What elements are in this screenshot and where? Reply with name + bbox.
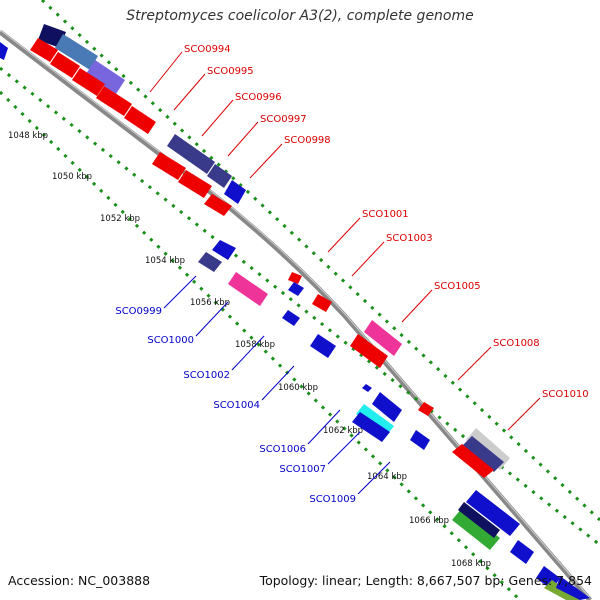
- gene-feature[interactable]: [364, 320, 402, 356]
- gene-feature[interactable]: [556, 576, 590, 600]
- gene-feature[interactable]: [462, 436, 504, 472]
- map-title: Streptomyces coelicolor A3(2), complete …: [126, 8, 474, 24]
- gene-feature[interactable]: [458, 502, 500, 538]
- gene-label-forward[interactable]: SCO0995: [207, 66, 254, 77]
- gene-label-forward[interactable]: SCO1010: [542, 389, 589, 400]
- gene-feature[interactable]: [452, 444, 494, 478]
- gene-feature[interactable]: [207, 164, 232, 188]
- callout-line: [457, 346, 492, 381]
- gene-label-reverse[interactable]: SCO1006: [259, 444, 306, 455]
- callout-line: [357, 461, 391, 495]
- gene-feature[interactable]: [72, 68, 105, 96]
- tick-label: 1052 kbp: [100, 214, 140, 224]
- gene-feature[interactable]: [228, 272, 268, 306]
- gene-feature[interactable]: [410, 430, 430, 450]
- gene-feature[interactable]: [466, 490, 520, 536]
- forward-gene-features: [30, 24, 510, 478]
- forward-gene-labels: [149, 51, 541, 431]
- callout-line: [173, 73, 206, 111]
- gene-feature[interactable]: [310, 334, 336, 358]
- callout-line: [351, 241, 385, 277]
- gene-feature[interactable]: [418, 402, 434, 416]
- gene-feature[interactable]: [288, 282, 304, 296]
- callout-line: [201, 99, 234, 137]
- gene-label-forward[interactable]: SCO0996: [235, 92, 282, 103]
- gene-feature[interactable]: [510, 540, 534, 564]
- tick-label: 1054 kbp: [145, 256, 185, 266]
- gene-feature[interactable]: [198, 252, 222, 272]
- tick-label: 1062 kbp: [323, 426, 363, 436]
- callout-line: [149, 51, 183, 93]
- gene-label-forward[interactable]: SCO0997: [260, 114, 307, 125]
- gene-label-reverse[interactable]: SCO0999: [115, 306, 162, 317]
- gene-feature[interactable]: [86, 60, 125, 94]
- gene-feature[interactable]: [50, 52, 80, 78]
- callout-line: [163, 275, 197, 309]
- gene-feature[interactable]: [312, 294, 332, 312]
- gene-label-forward[interactable]: SCO0994: [184, 44, 231, 55]
- gene-label-reverse[interactable]: SCO1000: [147, 335, 194, 346]
- reverse-gene-features: [0, 42, 590, 600]
- accession-label: Accession: NC_003888: [8, 573, 151, 588]
- gene-feature[interactable]: [362, 384, 372, 392]
- gene-feature[interactable]: [356, 404, 394, 436]
- gene-feature[interactable]: [152, 152, 186, 180]
- callout-line: [249, 143, 283, 179]
- gene-feature[interactable]: [282, 310, 300, 326]
- tick-label: 1056 kbp: [190, 298, 230, 308]
- reverse-gene-labels: [163, 275, 391, 495]
- callout-line: [327, 217, 361, 253]
- gene-label-forward[interactable]: SCO1008: [493, 338, 540, 349]
- callout-line: [307, 409, 341, 445]
- gene-feature[interactable]: [452, 508, 500, 550]
- gene-feature[interactable]: [372, 392, 402, 422]
- gene-label-reverse[interactable]: SCO1009: [309, 494, 356, 505]
- gene-label-reverse[interactable]: SCO1007: [279, 464, 326, 475]
- gene-feature[interactable]: [124, 106, 156, 134]
- gene-feature[interactable]: [212, 240, 236, 260]
- outer-forward-guide: [40, 0, 600, 522]
- gene-label-forward[interactable]: SCO1005: [434, 281, 481, 292]
- tick-label: 1066 kbp: [409, 516, 449, 526]
- tick-label: 1048 kbp: [8, 131, 48, 141]
- callout-line: [327, 431, 361, 465]
- gene-feature[interactable]: [167, 134, 215, 174]
- tick-label: 1064 kbp: [367, 472, 407, 482]
- gene-label-forward[interactable]: SCO1001: [362, 209, 409, 220]
- genome-stats: Topology: linear; Length: 8,667,507 bp; …: [259, 573, 592, 588]
- callout-line: [507, 397, 541, 431]
- callout-line: [227, 121, 259, 157]
- callout-line: [195, 301, 229, 337]
- gene-feature[interactable]: [96, 86, 132, 116]
- gene-feature[interactable]: [350, 334, 388, 368]
- gene-label-forward[interactable]: SCO1003: [386, 233, 433, 244]
- inner-reverse-guide: [0, 90, 522, 600]
- gene-feature[interactable]: [178, 170, 212, 198]
- gene-label-reverse[interactable]: SCO1002: [183, 370, 230, 381]
- tick-label: 1060 kbp: [278, 383, 318, 393]
- tick-label: 1068 kbp: [451, 559, 491, 569]
- gene-feature[interactable]: [288, 272, 302, 284]
- gene-feature[interactable]: [224, 180, 246, 204]
- gene-label-forward[interactable]: SCO0998: [284, 135, 331, 146]
- gene-feature[interactable]: [55, 34, 98, 70]
- callout-line: [231, 335, 265, 371]
- gene-feature[interactable]: [352, 412, 390, 442]
- tick-labels: 1048 kbp 1050 kbp 1052 kbp 1054 kbp 1056…: [8, 131, 491, 569]
- tick-label: 1050 kbp: [52, 172, 92, 182]
- callout-line: [401, 289, 433, 323]
- callout-line: [261, 365, 295, 401]
- gene-label-reverse[interactable]: SCO1004: [213, 400, 260, 411]
- gene-feature[interactable]: [0, 42, 8, 60]
- gene-feature[interactable]: [204, 194, 232, 216]
- gene-feature[interactable]: [30, 38, 58, 62]
